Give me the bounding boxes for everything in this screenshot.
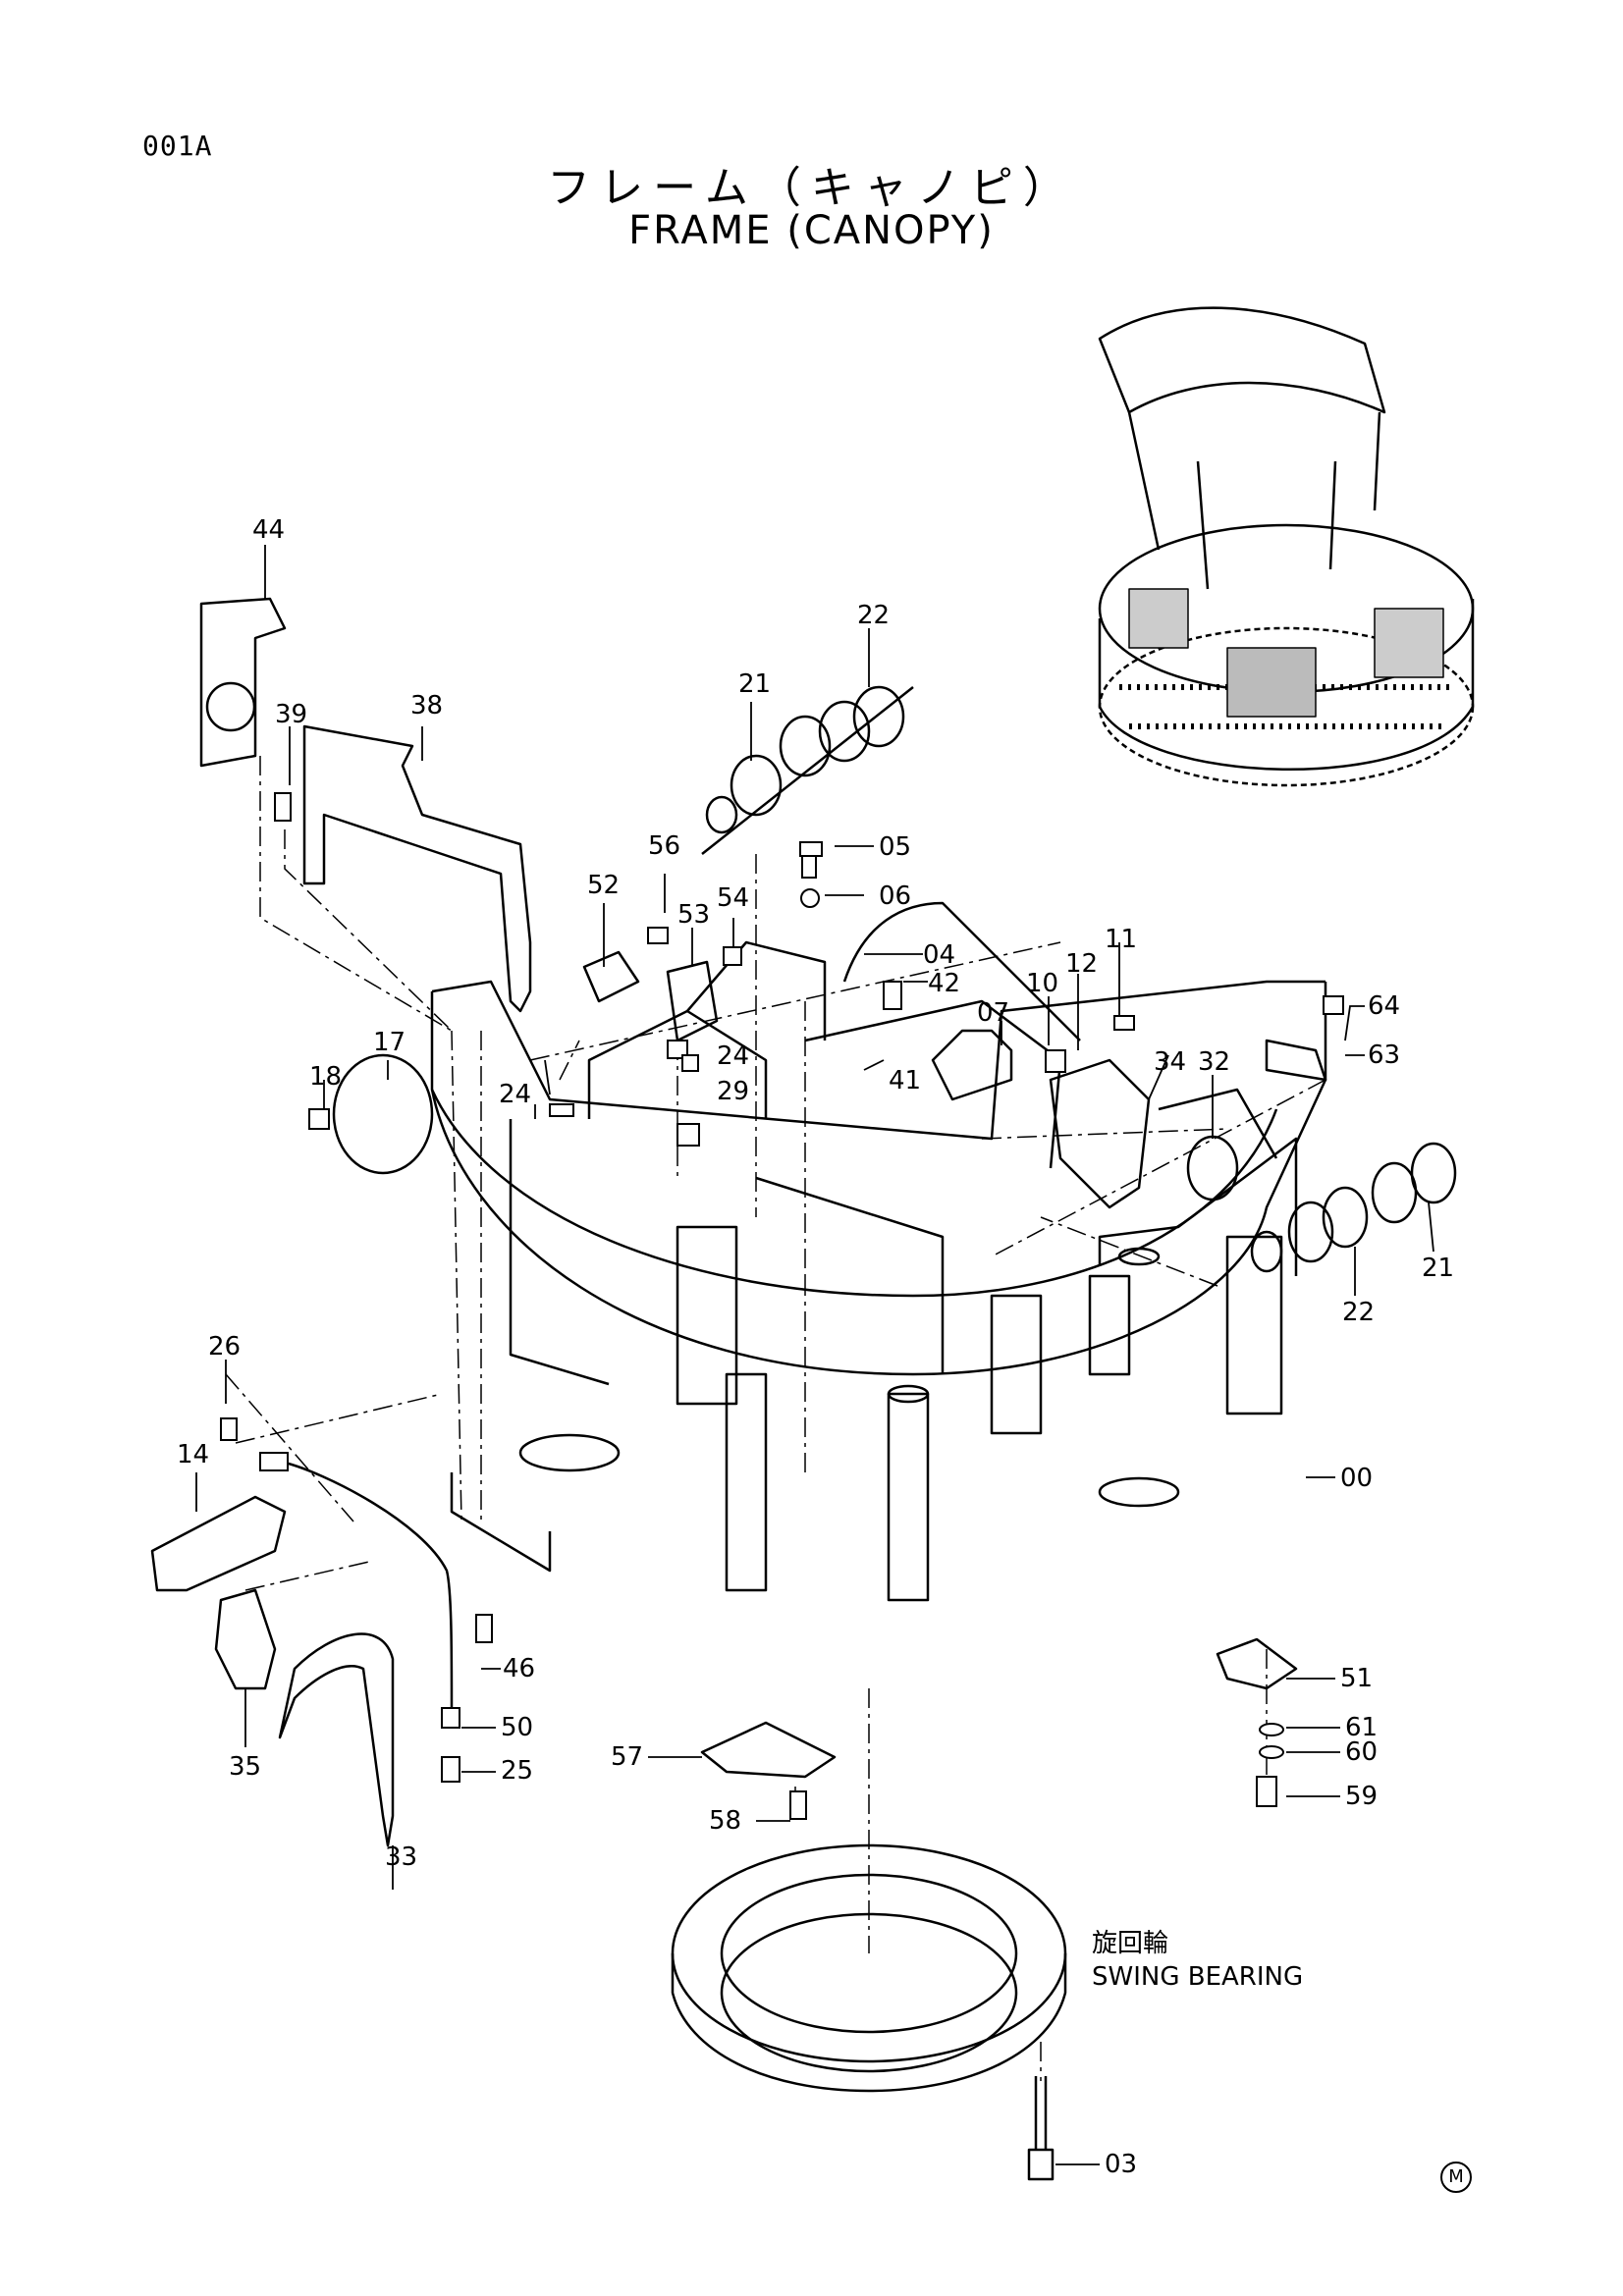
part-17-cover: [332, 1053, 434, 1175]
callout-00: 00: [1340, 1464, 1373, 1493]
swing-bearing-label-en: SWING BEARING: [1092, 1962, 1304, 1992]
callout-10: 10: [1026, 969, 1058, 998]
callout-24-upper: 24: [717, 1041, 749, 1071]
part-14-pin: [150, 1495, 287, 1592]
part-35-seal: [214, 1588, 277, 1690]
part-63-bracket: [1265, 1039, 1327, 1082]
callout-41: 41: [889, 1066, 921, 1095]
part-07-pin: [931, 1029, 1013, 1101]
callout-51: 51: [1340, 1664, 1373, 1693]
callout-17: 17: [373, 1028, 406, 1057]
swing-bearing-label-jp: 旋回輪: [1092, 1929, 1169, 1958]
m-mark-icon: M: [1440, 2162, 1472, 2193]
callout-63: 63: [1368, 1041, 1400, 1070]
part-53-cover: [666, 960, 719, 1042]
callout-46: 46: [503, 1654, 535, 1683]
callout-11: 11: [1105, 925, 1137, 954]
part-44-bracket: [199, 597, 287, 768]
callout-56: 56: [648, 831, 680, 861]
callout-32: 32: [1198, 1047, 1230, 1077]
part-03-bolt: [1027, 2076, 1055, 2181]
callout-22-right: 22: [1342, 1298, 1375, 1327]
callout-57: 57: [611, 1742, 643, 1772]
part-34-seal: [1049, 1058, 1151, 1209]
part-38-bracket: [302, 724, 532, 1013]
callout-labels: 00 03 04 05 06 07 10 11 12 14 17 18 21 2…: [177, 515, 1454, 2179]
callout-58: 58: [709, 1806, 741, 1836]
callout-21-upper: 21: [738, 669, 771, 699]
callout-24-left: 24: [499, 1080, 531, 1109]
washers-upper: [701, 685, 914, 855]
callout-04: 04: [923, 940, 955, 970]
callout-06: 06: [879, 881, 911, 911]
callout-44: 44: [252, 515, 285, 545]
callout-39: 39: [275, 700, 307, 729]
callout-52: 52: [587, 871, 620, 900]
callout-12: 12: [1065, 949, 1098, 979]
callout-53: 53: [677, 900, 710, 930]
callout-25: 25: [501, 1756, 533, 1786]
title-japanese: フレーム（キャノピ）: [547, 163, 1076, 213]
page-code: 001A: [142, 130, 213, 162]
callout-54: 54: [717, 883, 749, 913]
callout-05: 05: [879, 832, 911, 862]
callout-60: 60: [1345, 1737, 1378, 1767]
callout-34: 34: [1154, 1047, 1186, 1077]
callout-33: 33: [385, 1842, 417, 1872]
callout-14: 14: [177, 1440, 209, 1469]
part-52-cover: [582, 950, 640, 1003]
callout-35: 35: [229, 1752, 261, 1782]
callout-21-right: 21: [1422, 1254, 1454, 1283]
washers-right: [1250, 1142, 1457, 1273]
revolving-frame: [430, 901, 1327, 1602]
callout-61: 61: [1345, 1713, 1378, 1742]
callout-42: 42: [928, 969, 960, 998]
part-57-plate: [700, 1721, 837, 1779]
callout-22-upper: 22: [857, 601, 890, 630]
callout-64: 64: [1368, 991, 1400, 1021]
callout-38: 38: [410, 691, 443, 721]
callout-29: 29: [717, 1077, 749, 1106]
callout-18: 18: [309, 1062, 342, 1092]
callout-07: 07: [977, 998, 1009, 1028]
callout-59: 59: [1345, 1782, 1378, 1811]
part-50-hose: [284, 1461, 454, 1709]
part-32-seal: [1186, 1135, 1239, 1201]
title-english: FRAME (CANOPY): [628, 208, 995, 253]
callout-26: 26: [208, 1332, 241, 1362]
canopy-inset-illustration: [1098, 306, 1475, 787]
part-51-plate: [1216, 1637, 1298, 1690]
swing-bearing-label: 旋回輪 SWING BEARING: [1092, 1927, 1303, 1994]
part-33-seal: [278, 1632, 395, 1847]
callout-50: 50: [501, 1713, 533, 1742]
callout-03: 03: [1105, 2150, 1137, 2179]
